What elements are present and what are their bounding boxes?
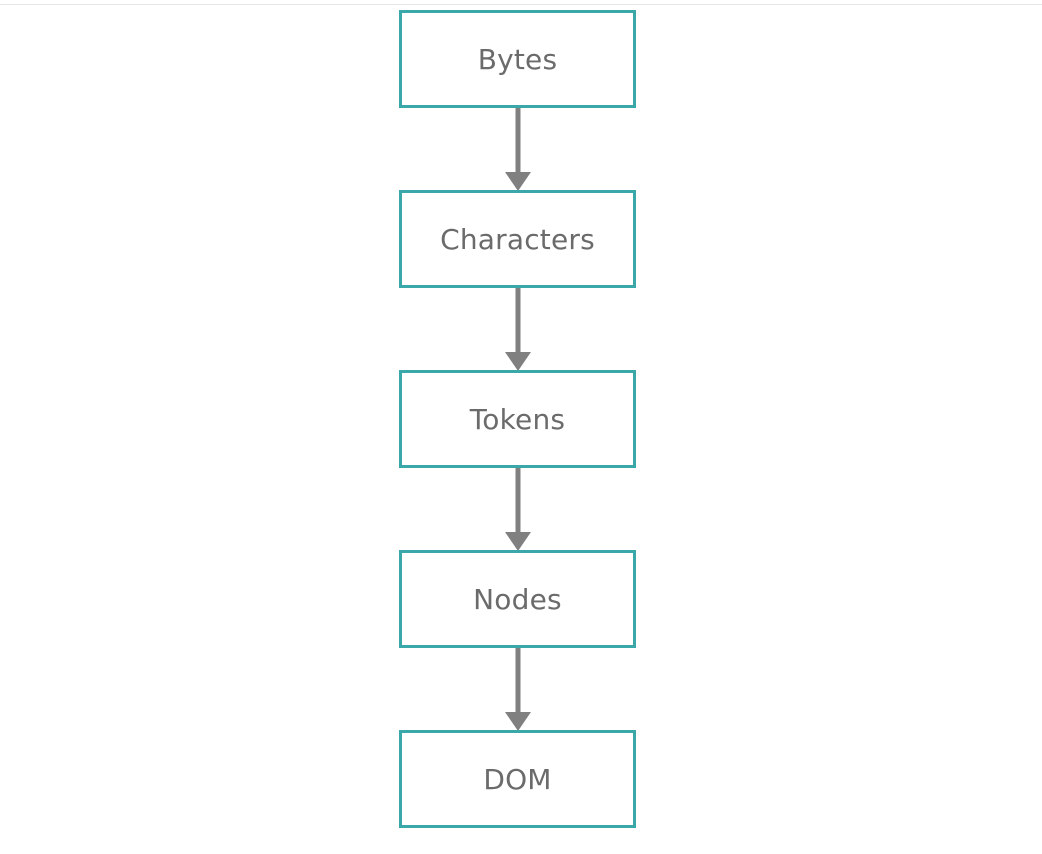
node-label: Bytes <box>477 42 558 76</box>
arrow-nodes-to-dom <box>505 648 531 731</box>
top-divider <box>0 4 1042 5</box>
node-label: Characters <box>440 222 595 256</box>
arrow-tokens-to-nodes <box>505 468 531 551</box>
node-label: Tokens <box>469 402 566 436</box>
node-characters: Characters <box>399 190 636 288</box>
node-dom: DOM <box>399 730 636 828</box>
arrow-bytes-to-characters <box>505 108 531 191</box>
node-tokens: Tokens <box>399 370 636 468</box>
node-bytes: Bytes <box>399 10 636 108</box>
arrow-characters-to-tokens <box>505 288 531 371</box>
node-nodes: Nodes <box>399 550 636 648</box>
node-label: Nodes <box>473 582 562 616</box>
node-label: DOM <box>483 762 552 796</box>
